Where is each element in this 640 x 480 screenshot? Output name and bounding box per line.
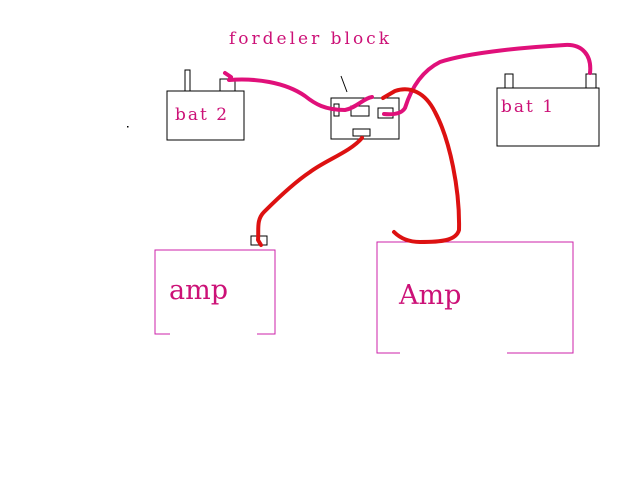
battery-2-negative-terminal	[184, 69, 191, 92]
battery-1-body	[496, 87, 600, 147]
battery-1-label: bat 1	[501, 97, 555, 117]
wire-battery-1-to-block	[382, 42, 593, 117]
pointer-line	[340, 75, 348, 93]
amp-large-outline	[376, 241, 574, 354]
battery-1-positive-terminal	[585, 73, 597, 89]
wire-battery-2-to-block	[223, 71, 374, 112]
block-terminal-top-middle	[350, 105, 370, 117]
battery-1: bat 1	[496, 73, 600, 147]
wire-block-to-large-amp	[381, 87, 462, 244]
amp-small: amp	[154, 235, 276, 335]
battery-2-label: bat 2	[175, 105, 229, 125]
block-terminal-bottom	[352, 128, 371, 137]
battery-2-body	[166, 90, 245, 141]
wire-block-to-small-amp	[256, 136, 364, 247]
amp-large: Amp	[376, 241, 574, 354]
amp-small-outline	[154, 249, 276, 335]
battery-1-negative-terminal	[504, 73, 514, 89]
battery-2: bat 2	[166, 69, 245, 141]
amp-small-label: amp	[169, 275, 228, 306]
distribution-block-label: fordeler block	[229, 29, 392, 49]
amp-large-label: Amp	[398, 280, 461, 311]
stray-dot	[127, 126, 129, 128]
distribution-block	[330, 75, 400, 140]
